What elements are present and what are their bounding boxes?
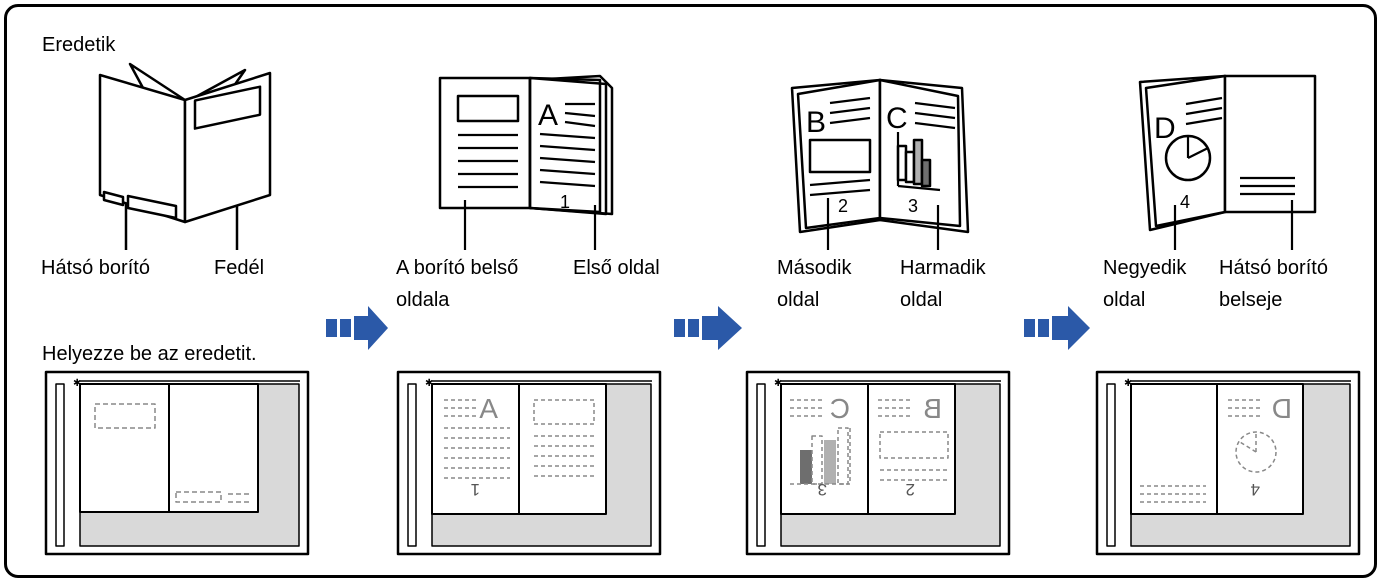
svg-text:✱: ✱ [1124,378,1132,389]
scanner-glass-icon: ✱ A 1 [396,370,662,556]
mirrored-letter-a: A [479,393,498,424]
page-letter-a: A [538,99,558,132]
next-step-arrow-icon [326,306,388,350]
scanner-glass-icon: ✱ [44,370,310,556]
svg-text:✱: ✱ [774,378,782,389]
label-fourth-page-1: Negyedik [1103,257,1187,279]
mirrored-letter-d: D [1272,393,1292,424]
label-first-page: Első oldal [573,257,660,279]
instruction-text: Helyezze be az eredetit. [42,343,257,365]
next-step-arrow-icon [674,306,742,350]
page-number-2: 2 [838,196,848,216]
booklet-cover-icon [98,62,272,224]
page-number-3: 3 [908,196,918,216]
label-back-cover: Hátsó borító [41,257,150,279]
originals-title: Eredetik [42,34,116,56]
page-letter-d: D [1154,112,1176,145]
next-step-arrow-icon [1024,306,1090,350]
label-inside-back-cover-1: Hátsó borító [1219,257,1328,279]
mirrored-number-3: 3 [818,480,827,499]
label-third-page-1: Harmadik [900,257,986,279]
label-inside-back-cover-2: belseje [1219,289,1283,311]
scanner-glass-icon: ✱ C B 3 2 [745,370,1011,556]
label-third-page-2: oldal [900,289,943,311]
diagram-frame [4,4,1377,578]
booklet-page-1-icon [438,74,614,216]
label-front-cover: Fedél [214,257,265,279]
svg-text:✱: ✱ [73,378,81,389]
page-number-1: 1 [560,192,570,212]
mirrored-number-4: 4 [1251,480,1260,499]
page-letter-c: C [886,102,908,135]
label-inside-front-cover-1: A borító belső [396,257,519,279]
booklet-pages-2-3-icon [790,78,970,234]
label-second-page-1: Második [777,257,852,279]
mirrored-letter-c: C [830,393,850,424]
mirrored-number-1: 1 [471,480,480,499]
booklet-page-4-icon [1138,74,1317,232]
label-second-page-2: oldal [777,289,820,311]
page-letter-b: B [806,106,826,139]
label-fourth-page-2: oldal [1103,289,1146,311]
svg-text:✱: ✱ [425,378,433,389]
page-number-4: 4 [1180,192,1190,212]
label-inside-front-cover-2: oldala [396,289,450,311]
mirrored-letter-b: B [923,393,942,424]
scanner-glass-icon: ✱ D 4 [1095,370,1361,556]
mirrored-number-2: 2 [906,480,915,499]
